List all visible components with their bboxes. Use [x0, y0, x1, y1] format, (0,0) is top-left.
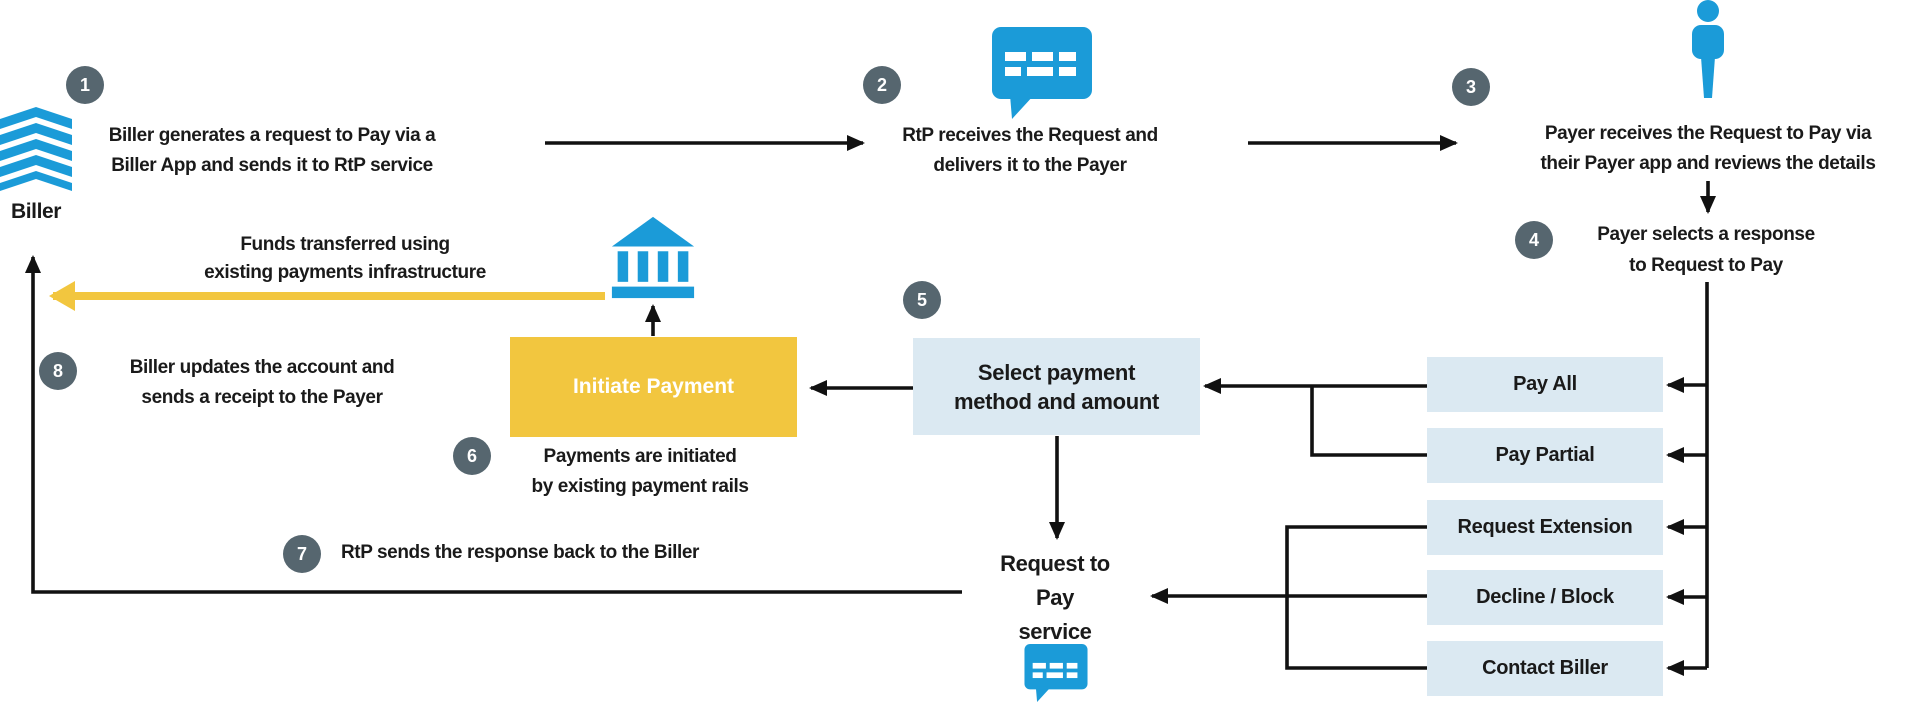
step-8-label: Biller updates the account and sends a r… — [129, 357, 395, 408]
step-2-label: RtP receives the Request and delivers it… — [902, 125, 1158, 176]
rtp-service-label: Request to Pay service — [1000, 551, 1110, 644]
rtp-message-icon — [992, 27, 1092, 119]
step-7-badge: 7 — [283, 535, 321, 573]
option-decline-block: Decline / Block — [1427, 570, 1663, 625]
payer-icon — [1692, 0, 1724, 98]
step-1-badge: 1 — [66, 66, 104, 104]
bank-icon — [611, 216, 695, 299]
option-request-extension: Request Extension — [1427, 500, 1663, 555]
step-3-badge: 3 — [1452, 68, 1490, 106]
step-7-label: RtP sends the response back to the Bille… — [340, 542, 700, 563]
option-contact-biller: Contact Biller — [1427, 641, 1663, 696]
rtp-service-message-icon — [1024, 644, 1088, 702]
step-8-badge: 8 — [39, 352, 77, 390]
step-5-badge: 5 — [903, 281, 941, 319]
step-1-label: Biller generates a request to Pay via a … — [108, 125, 436, 176]
step-2-badge: 2 — [863, 66, 901, 104]
option-pay-all: Pay All — [1427, 357, 1663, 412]
step-4-label: Payer selects a response to Request to P… — [1597, 224, 1815, 276]
step-6-label: Payments are initiated by existing payme… — [531, 446, 749, 497]
step-4-badge: 4 — [1515, 221, 1553, 259]
option-pay-partial: Pay Partial — [1427, 428, 1663, 483]
funds-transfer-note: Funds transferred using existing payment… — [204, 234, 486, 283]
initiate-payment-node: Initiate Payment — [510, 337, 797, 437]
biller-label: Biller — [10, 200, 62, 223]
step-3-label: Payer receives the Request to Pay via th… — [1540, 123, 1876, 174]
biller-icon — [0, 107, 72, 191]
step-6-badge: 6 — [453, 437, 491, 475]
select-payment-node: Select payment method and amount — [913, 338, 1200, 435]
